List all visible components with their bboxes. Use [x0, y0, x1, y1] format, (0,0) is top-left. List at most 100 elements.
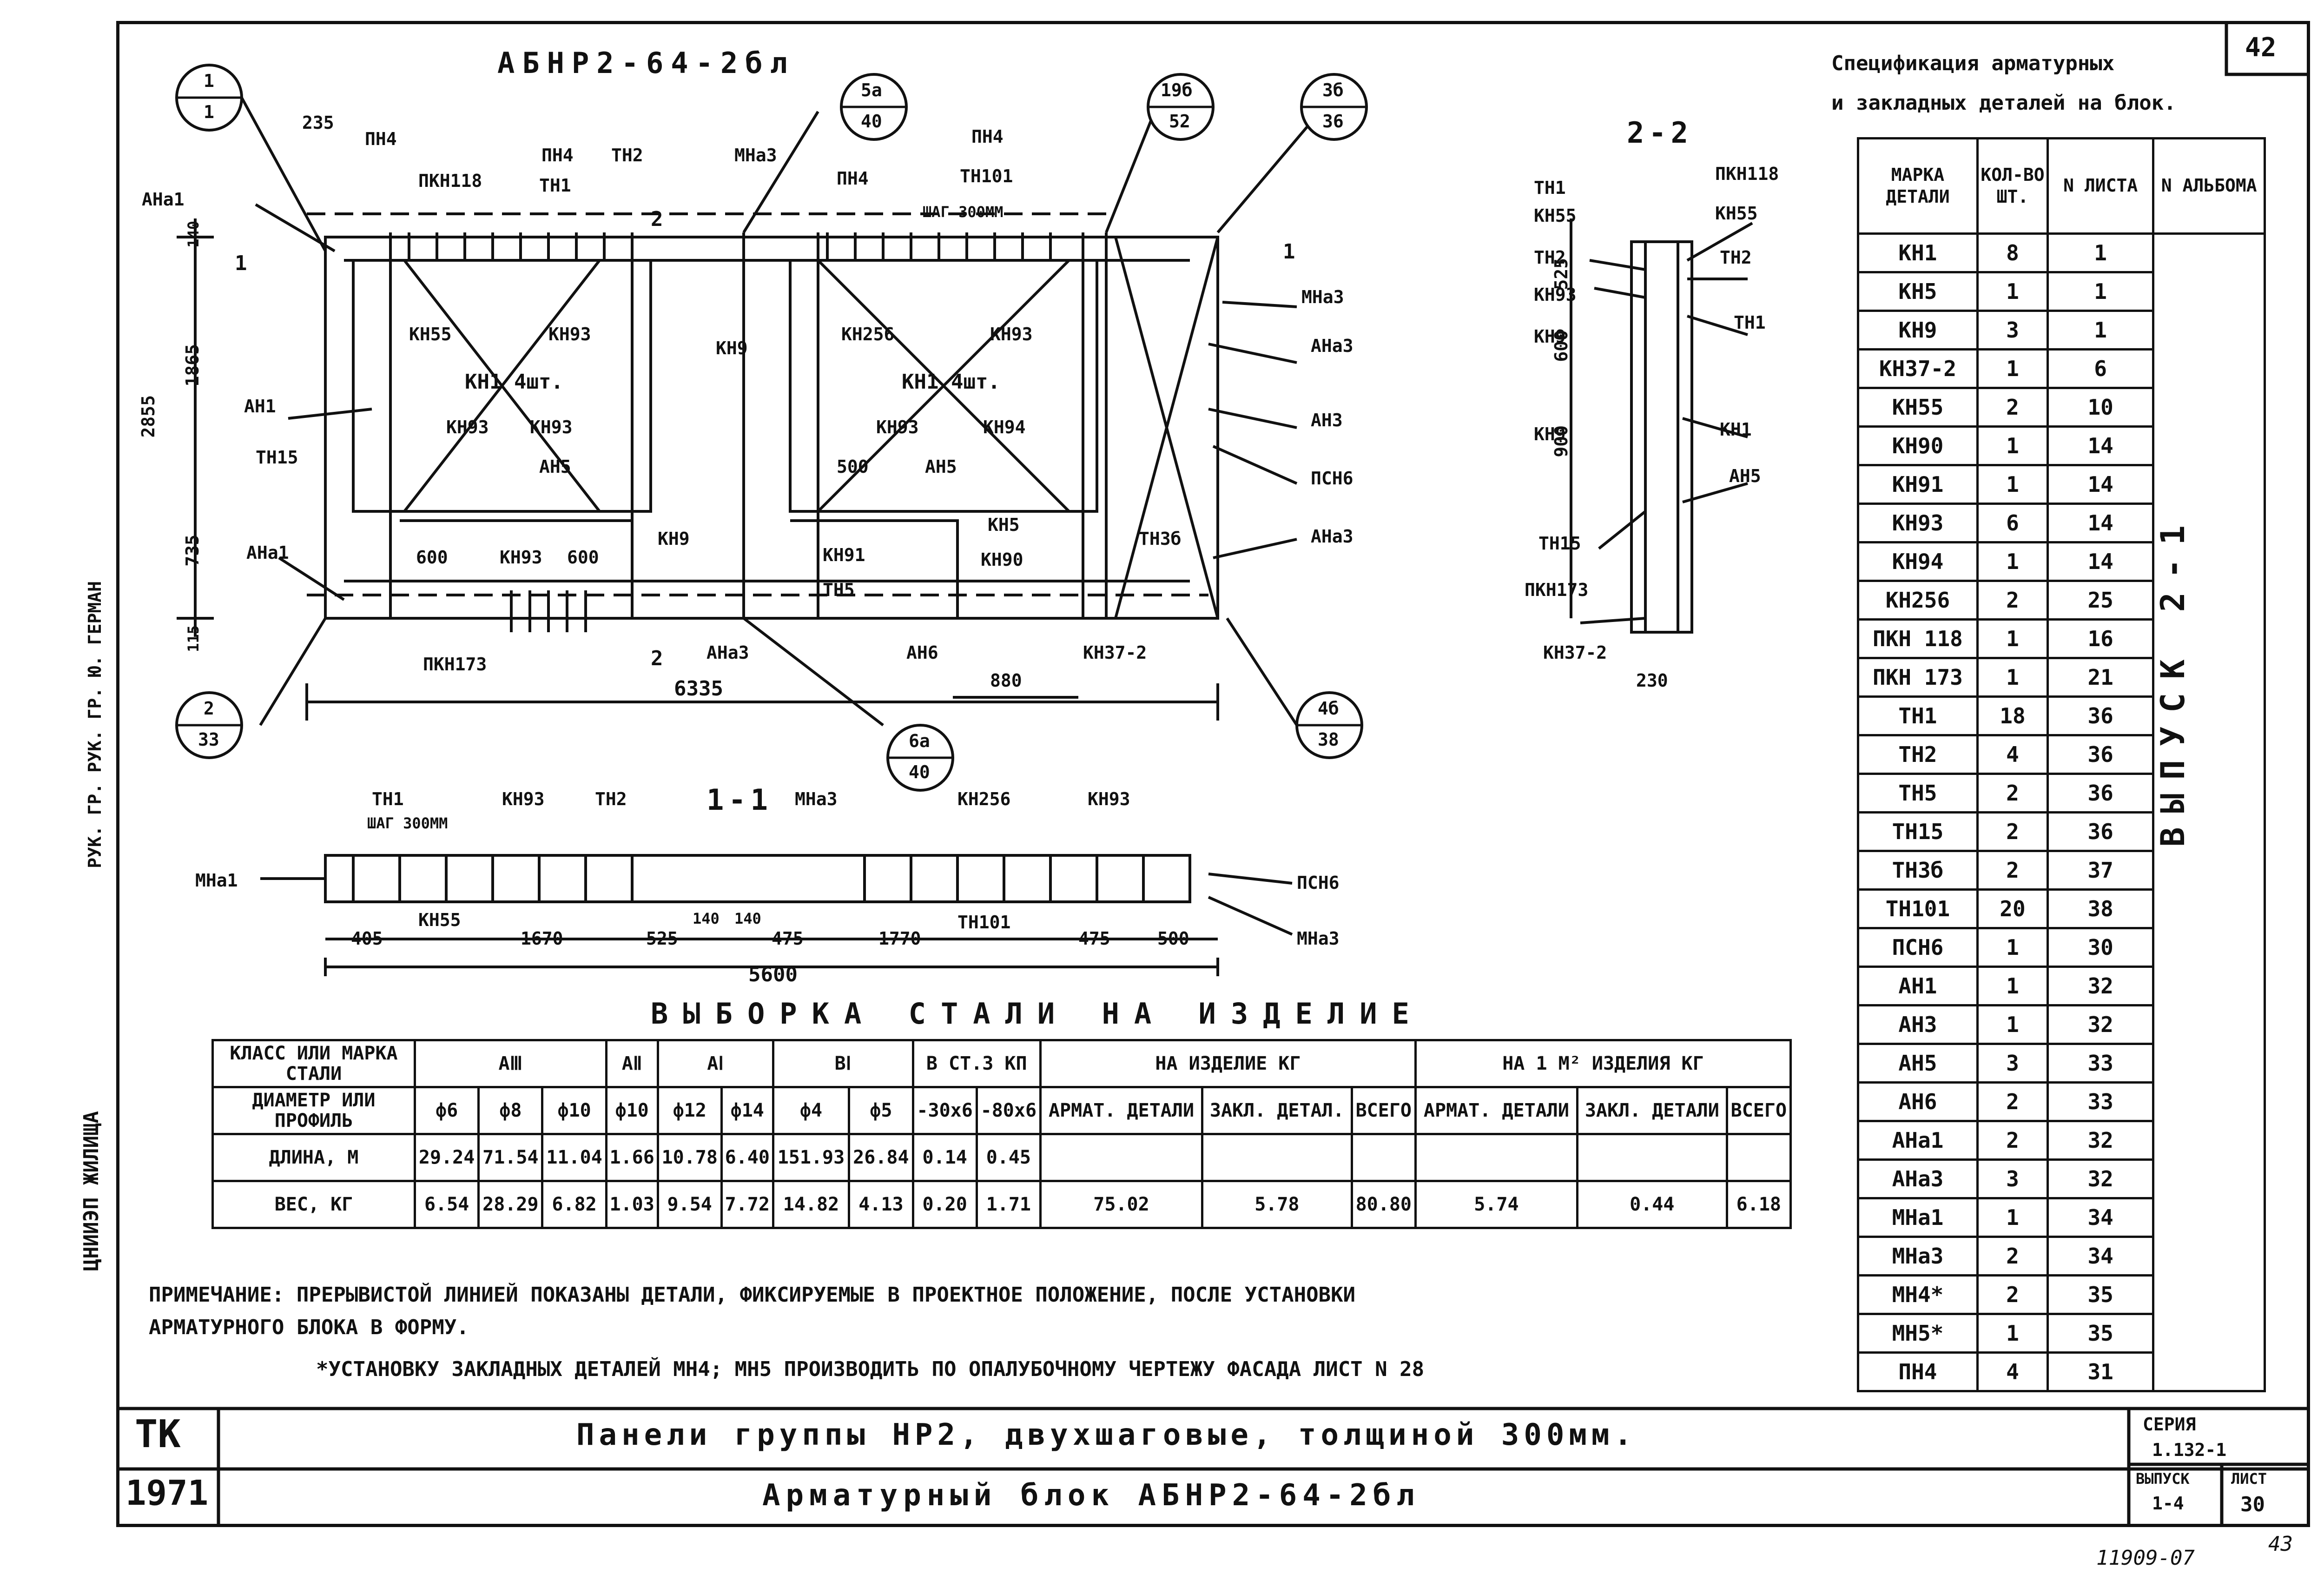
spec-cell: МН4* — [1857, 1274, 1979, 1315]
spec-cell: КН94 — [1857, 541, 1979, 582]
steel-cell: 26.84 — [848, 1133, 914, 1182]
note-line-1: ПРИМЕЧАНИЕ: ПРЕРЫВИСТОЙ ЛИНИЕЙ ПОКАЗАНЫ … — [149, 1283, 1356, 1307]
sec11-label: 140 — [734, 910, 761, 927]
callout-4b-bottom: 38 — [1318, 729, 1339, 750]
steel-cell: ф8 — [477, 1086, 544, 1135]
spec-cell: ПКН 173 — [1857, 657, 1979, 698]
spec-cell: ТН101 — [1857, 888, 1979, 929]
elev-label: 1 — [235, 251, 247, 275]
spec-cell: 1 — [1976, 348, 2049, 389]
spec-cell: ПКН 118 — [1857, 618, 1979, 659]
spec-cell: ПН4 — [1857, 1351, 1979, 1392]
spec-cell: ПСН6 — [1857, 927, 1979, 968]
steel-cell: 6.82 — [541, 1180, 607, 1229]
section-2-2-rods — [1644, 242, 1679, 632]
spec-table: МАРКА ДЕТАЛИ КОЛ-ВО ШТ. N ЛИСТА N АЛЬБОМ… — [1857, 137, 2266, 1392]
sec11-label: 5600 — [748, 963, 798, 986]
steel-group: АⅢ — [414, 1039, 607, 1088]
spec-cell: 1 — [1976, 657, 2049, 698]
sec22-label: ТН1 — [1534, 178, 1566, 198]
steel-weight-label: ВЕС, КГ — [211, 1180, 416, 1229]
steel-cell: АРМАТ. ДЕТАЛИ — [1414, 1086, 1578, 1135]
sec22-label: 230 — [1636, 670, 1668, 691]
elev-label: 2 — [651, 647, 663, 670]
steel-class-label: КЛАСС ИЛИ МАРКА СТАЛИ — [211, 1039, 416, 1088]
opening-left — [352, 260, 652, 513]
steel-group: АⅡ — [605, 1039, 659, 1088]
series-value: 1.132-1 — [2152, 1440, 2227, 1460]
steel-cell: 28.29 — [477, 1180, 544, 1229]
elev-label: АН6 — [906, 642, 938, 663]
sec11-label: 1770 — [878, 928, 921, 949]
elev-label: 600 — [567, 547, 599, 568]
spec-header-cell: КОЛ-ВО ШТ. — [1976, 137, 2049, 235]
elev-label: ТН2 — [611, 145, 643, 165]
spec-cell: 20 — [1976, 888, 2049, 929]
elev-label: КН9 — [716, 338, 748, 358]
sec11-label: 475 — [772, 928, 804, 949]
callout-5a-bottom: 40 — [861, 111, 882, 132]
sec22-label: ТН15 — [1538, 533, 1581, 554]
steel-cell: -80х6 — [975, 1086, 1042, 1135]
note-line-2: АРМАТУРНОГО БЛОКА В ФОРМУ. — [149, 1316, 469, 1339]
elev-label: 2 — [651, 207, 663, 231]
steel-cell: ЗАКЛ. ДЕТАЛИ — [1576, 1086, 1728, 1135]
spec-cell: АНа1 — [1857, 1120, 1979, 1161]
elev-label: ПН4 — [365, 129, 397, 149]
elev-label: 115 — [185, 625, 202, 652]
callout-6a-bottom: 40 — [909, 762, 930, 782]
elev-label: ШАГ 300ММ — [923, 203, 1004, 221]
spec-cell: КН1 — [1857, 232, 1979, 273]
spec-cell: 6 — [2046, 348, 2155, 389]
sec11-label: ПСН6 — [1297, 873, 1340, 893]
elev-label: КН93 — [530, 417, 573, 437]
spec-cell: 31 — [2046, 1351, 2155, 1392]
section-2-2-view — [1570, 218, 1753, 634]
steel-cell: ф10 — [541, 1086, 607, 1135]
spec-cell: 1 — [1976, 966, 2049, 1006]
callout-3b-bottom: 36 — [1322, 111, 1344, 132]
spec-cell: ТН5 — [1857, 773, 1979, 814]
steel-cell-empty — [1201, 1133, 1353, 1182]
spec-cell: 2 — [1976, 773, 2049, 814]
steel-cell: 9.54 — [656, 1180, 723, 1229]
steel-cell: 0.44 — [1576, 1180, 1728, 1229]
steel-diam-label: ДИАМЕТР ИЛИ ПРОФИЛЬ — [211, 1086, 416, 1135]
spec-cell: АН5 — [1857, 1043, 1979, 1084]
sec22-label: 525 — [1551, 258, 1571, 290]
lower-rods — [400, 519, 959, 618]
dim-6335 — [305, 683, 1219, 721]
steel-cell: ф4 — [772, 1086, 851, 1135]
callout-1-top: 1 — [204, 71, 214, 91]
sec11-label: МНа3 — [795, 789, 838, 809]
steel-cell-empty — [1350, 1133, 1417, 1182]
elev-label: КН1 4шт. — [465, 370, 563, 394]
section-2-2-contour — [1630, 240, 1693, 634]
sec22-label: КН1 — [1720, 419, 1752, 440]
spec-cell: 38 — [2046, 888, 2155, 929]
sec22-label: ПКН118 — [1715, 164, 1779, 184]
callout-6a-top: 6а — [909, 731, 930, 751]
sec22-label: КН9 — [1534, 424, 1566, 444]
spec-cell: 2 — [1976, 1274, 2049, 1315]
spec-header-cell: N АЛЬБОМА — [2152, 137, 2266, 235]
elev-label: КН93 — [876, 417, 919, 437]
sec11-label: ШАГ 300ММ — [367, 814, 448, 832]
spec-header-row: МАРКА ДЕТАЛИ КОЛ-ВО ШТ. N ЛИСТА N АЛЬБОМ… — [1857, 137, 2266, 235]
elev-label: 235 — [302, 112, 334, 133]
spec-cell: КН93 — [1857, 503, 1979, 543]
spec-cell: 1 — [1976, 425, 2049, 466]
leader-lines — [240, 92, 1321, 727]
section-2-2-leaders — [1580, 222, 1753, 624]
spec-cell: 1 — [1976, 1313, 2049, 1354]
elev-label: КН256 — [841, 324, 895, 344]
steel-cell: ф6 — [413, 1086, 480, 1135]
